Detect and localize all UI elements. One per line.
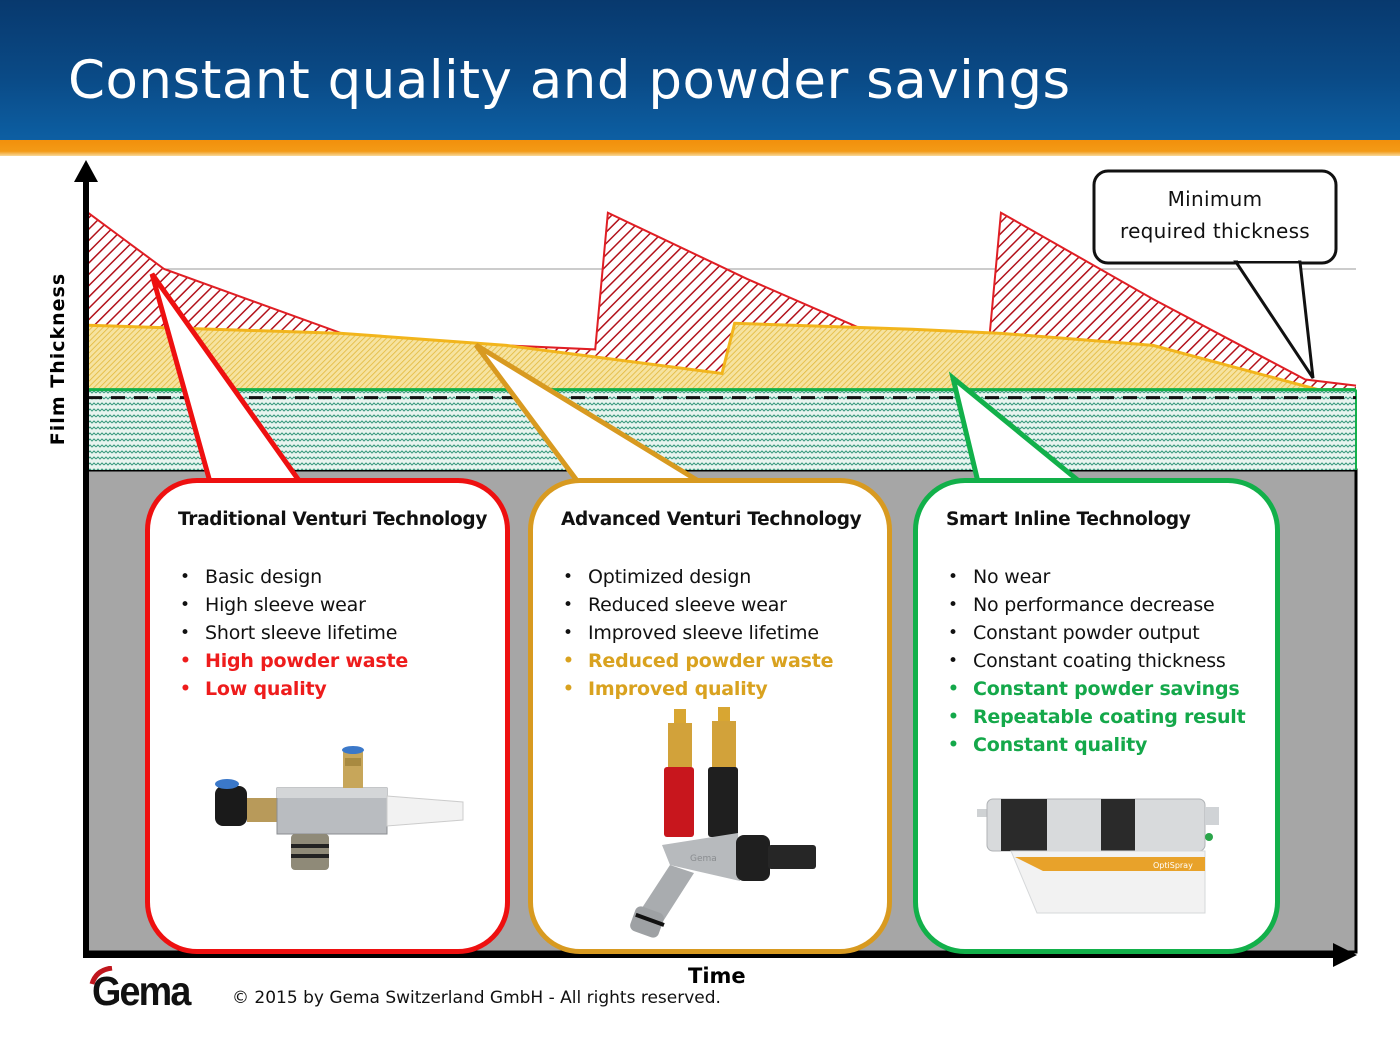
feature-item: • Improved quality [561, 675, 833, 703]
feature-item: • No performance decrease [946, 591, 1246, 619]
feature-text: High powder waste [205, 650, 409, 672]
feature-item: • Optimized design [561, 563, 833, 591]
feature-item: • Improved sleeve lifetime [561, 619, 833, 647]
feature-text: Constant powder output [973, 622, 1200, 644]
bullet-icon: • [948, 679, 959, 699]
feature-list: • Optimized design • Reduced sleeve wear • Im… [561, 563, 834, 703]
bullet-icon: • [948, 707, 959, 727]
y-axis-arrow [74, 160, 98, 182]
traditional-pump-image [215, 746, 464, 870]
feature-item: • Reduced powder waste [561, 647, 834, 675]
feature-item: • Constant powder savings [946, 675, 1246, 703]
feature-text: Improved quality [588, 678, 768, 700]
bullet-icon: • [948, 651, 958, 671]
minimum-callout-bubble [1092, 169, 1338, 379]
bullet-icon: • [948, 567, 958, 587]
panel-advanced-venturi: Advanced Venturi Technology • Optimized d… [528, 478, 892, 954]
feature-list: • No wear • No performance decrease • Constan… [946, 563, 1246, 759]
callout-line-1: Minimum [1167, 187, 1263, 211]
advanced-pump-image: Gema [630, 707, 816, 938]
panel-traditional-venturi: Traditional Venturi Technology • Basic de… [145, 478, 510, 954]
series-line [87, 321, 1356, 392]
feature-item: • Constant coating thickness [946, 647, 1246, 675]
feature-text: High sleeve wear [205, 594, 366, 616]
feature-item: • Constant quality [946, 731, 1246, 759]
bullet-icon: • [180, 595, 190, 615]
x-axis-arrow [1333, 943, 1357, 967]
accent-bar [0, 140, 1400, 156]
feature-item: • High powder waste [178, 647, 408, 675]
product-brand-mark: Gema [690, 854, 717, 864]
slide-header: Constant quality and powder savings [0, 0, 1400, 140]
feature-text: No performance decrease [973, 594, 1215, 616]
y-axis-label: Film Thickness [47, 272, 69, 446]
bullet-icon: • [948, 623, 958, 643]
bullet-icon: • [180, 679, 191, 699]
feature-item: • Reduced sleeve wear [561, 591, 833, 619]
feature-text: Constant quality [973, 734, 1148, 756]
feature-item: • Short sleeve lifetime [178, 619, 408, 647]
bullet-icon: • [180, 623, 190, 643]
feature-list: • Basic design • High sleeve wear • Short sle… [178, 563, 408, 703]
feature-text: Constant powder savings [973, 678, 1240, 700]
feature-text: Repeatable coating result [973, 706, 1246, 728]
feature-item: • Basic design [178, 563, 408, 591]
bullet-icon: • [563, 595, 573, 615]
gema-logo: Gema [88, 966, 216, 1016]
feature-item: • Repeatable coating result [946, 703, 1246, 731]
feature-item: • Low quality [178, 675, 408, 703]
feature-text: Improved sleeve lifetime [588, 622, 819, 644]
slide-title: Constant quality and powder savings [68, 50, 1071, 111]
bullet-icon: • [180, 567, 190, 587]
feature-item: • High sleeve wear [178, 591, 408, 619]
bullet-icon: • [563, 651, 574, 671]
x-axis-label: Time [688, 964, 746, 988]
feature-text: Constant coating thickness [973, 650, 1226, 672]
bullet-icon: • [180, 651, 191, 671]
minimum-thickness-callout: Minimum required thickness [1094, 171, 1336, 263]
callout-line-2: required thickness [1119, 219, 1311, 243]
bullet-icon: • [563, 623, 573, 643]
panel-smart-inline: Smart Inline Technology • No wear • No perf… [913, 478, 1280, 954]
feature-item: • Constant powder output [946, 619, 1246, 647]
feature-text: No wear [973, 566, 1051, 588]
feature-text: Reduced sleeve wear [588, 594, 787, 616]
feature-text: Optimized design [588, 566, 752, 588]
panel-title: Smart Inline Technology [946, 509, 1191, 530]
smart-inline-pump-image: OptiSpray [977, 798, 1219, 914]
product-brand-mark: OptiSpray [1153, 861, 1193, 870]
logo-swoosh-icon [89, 966, 113, 985]
bullet-icon: • [948, 735, 959, 755]
bullet-icon: • [563, 567, 573, 587]
bullet-icon: • [563, 679, 574, 699]
feature-text: Reduced powder waste [588, 650, 834, 672]
copyright-notice: © 2015 by Gema Switzerland GmbH - All ri… [232, 988, 721, 1008]
feature-text: Low quality [205, 678, 327, 700]
feature-text: Basic design [205, 566, 322, 588]
bullet-icon: • [948, 595, 958, 615]
panel-title: Traditional Venturi Technology [178, 509, 488, 530]
feature-text: Short sleeve lifetime [205, 622, 398, 644]
feature-item: • No wear [946, 563, 1246, 591]
panel-title: Advanced Venturi Technology [561, 509, 862, 530]
